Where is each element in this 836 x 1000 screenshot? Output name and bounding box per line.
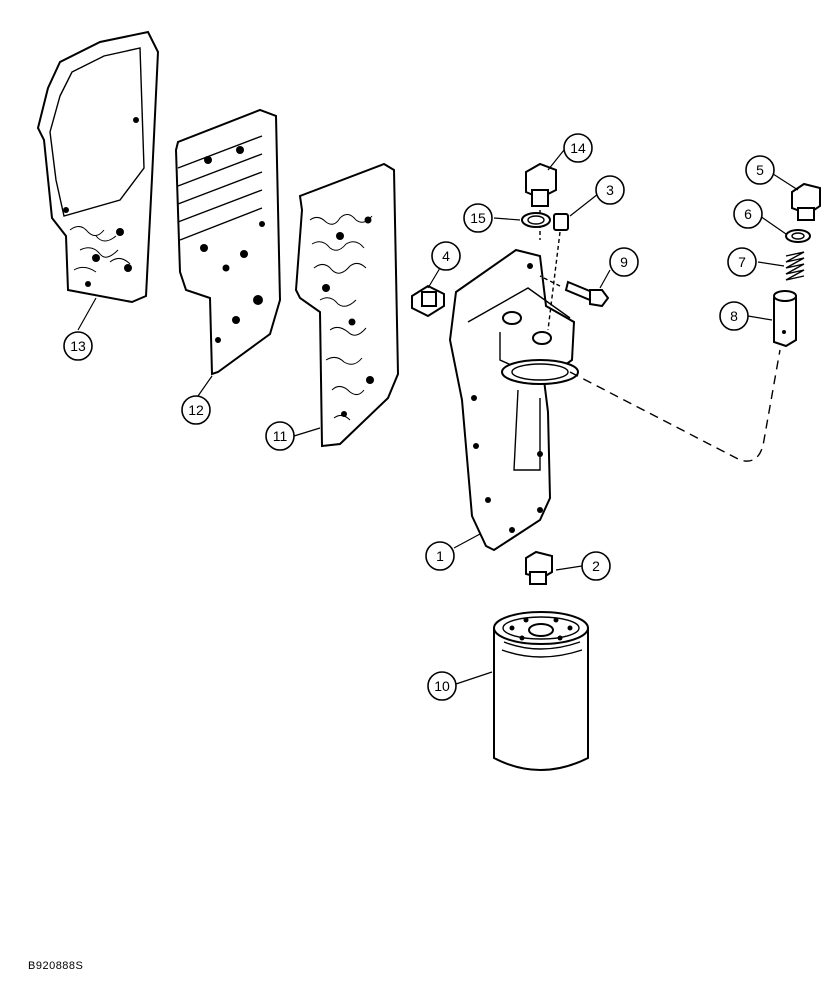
svg-text:6: 6 <box>744 206 752 222</box>
cap-screw-drawing <box>539 275 610 308</box>
svg-text:7: 7 <box>738 254 746 270</box>
svg-text:10: 10 <box>434 678 450 694</box>
valve-drawing <box>773 290 797 348</box>
callout-5[interactable]: 5 <box>745 155 775 185</box>
svg-text:3: 3 <box>606 182 614 198</box>
svg-text:15: 15 <box>470 210 486 226</box>
oil-cooler-drawing <box>174 108 282 376</box>
gasket-housing-drawing <box>36 30 160 304</box>
fitting-drawing <box>411 284 445 318</box>
plug-drawing <box>791 182 821 221</box>
svg-text:14: 14 <box>570 140 586 156</box>
callout-2[interactable]: 2 <box>581 551 611 581</box>
spring-drawing <box>785 251 805 281</box>
callout-14[interactable]: 14 <box>563 133 593 163</box>
callout-10[interactable]: 10 <box>427 671 457 701</box>
callout-8[interactable]: 8 <box>719 301 749 331</box>
callout-6[interactable]: 6 <box>733 199 763 229</box>
figure-code: B920888S <box>28 960 84 972</box>
gasket-drawing <box>294 162 400 448</box>
pipe-plug-drawing <box>547 213 569 331</box>
callout-15[interactable]: 15 <box>463 203 493 233</box>
callout-4[interactable]: 4 <box>431 241 461 271</box>
washer-drawing <box>521 212 551 228</box>
svg-text:12: 12 <box>188 402 204 418</box>
callout-1[interactable]: 1 <box>425 541 455 571</box>
svg-text:1: 1 <box>436 548 444 564</box>
svg-text:11: 11 <box>273 428 288 444</box>
callout-12[interactable]: 12 <box>181 395 211 425</box>
callout-13[interactable]: 13 <box>63 331 93 361</box>
svg-text:4: 4 <box>442 248 450 264</box>
callout-7[interactable]: 7 <box>727 247 757 277</box>
filter-nipple-drawing <box>525 550 553 585</box>
svg-text:9: 9 <box>620 254 628 270</box>
oil-filter-drawing <box>493 611 589 771</box>
oil-filter-head-drawing <box>448 248 579 552</box>
callout-9[interactable]: 9 <box>609 247 639 277</box>
svg-text:2: 2 <box>592 558 600 574</box>
svg-text:8: 8 <box>730 308 738 324</box>
assembly-path-dashed <box>569 349 781 462</box>
plug-large-drawing <box>525 162 557 240</box>
svg-text:5: 5 <box>756 162 764 178</box>
callout-11[interactable]: 11 <box>265 421 295 451</box>
svg-text:13: 13 <box>70 338 86 354</box>
o-ring-drawing <box>785 229 811 243</box>
callout-3[interactable]: 3 <box>595 175 625 205</box>
callout-leaders <box>77 149 799 685</box>
